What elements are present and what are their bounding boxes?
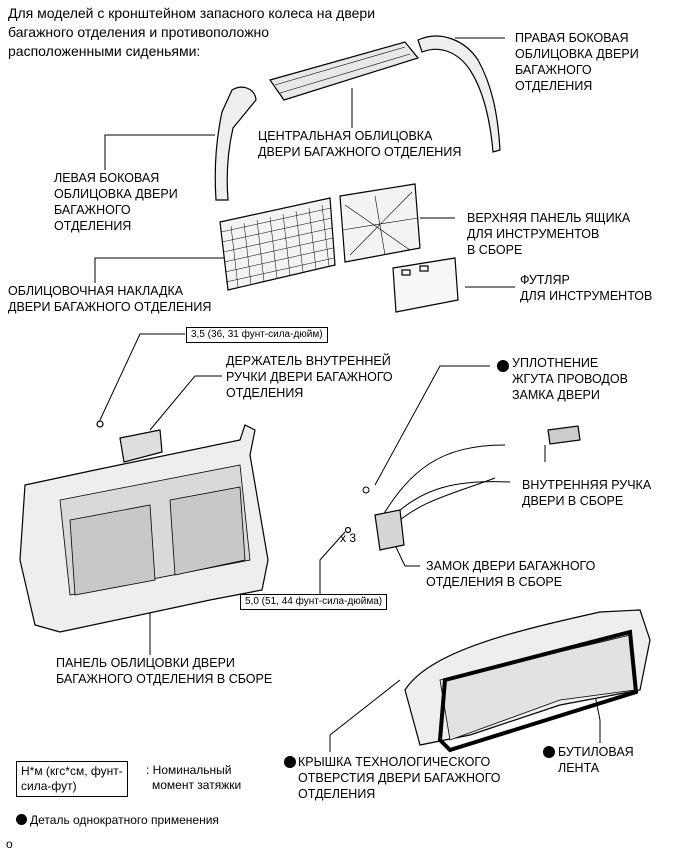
label-line: ОТДЕЛЕНИЯ [515, 79, 593, 93]
leader-seal [374, 365, 490, 486]
label-line: ОТВЕРСТИЯ ДВЕРИ БАГАЖНОГО [298, 771, 501, 785]
inner-handle-bezel-part [96, 420, 163, 463]
label-line: РУЧКИ ДВЕРИ БАГАЖНОГО [226, 370, 393, 384]
label-line: БАГАЖНОГО [54, 203, 131, 217]
label-line: КРЫШКА ТЕХНОЛОГИЧЕСКОГО [298, 755, 491, 769]
footer-code: о [6, 837, 13, 851]
label-line: ОТДЕЛЕНИЯ [54, 219, 132, 233]
non-reusable-marker-butyl [543, 746, 555, 758]
header-line: багажного отделения и противоположно [8, 24, 270, 40]
leader-torque2 [319, 531, 346, 597]
butyl-tape-outline [437, 629, 639, 753]
label-line: ДЛЯ ИНСТРУМЕНТОВ [467, 227, 600, 241]
label-line: В СБОРЕ [467, 243, 523, 257]
legend-non-reusable: Деталь однократного применения [16, 812, 219, 828]
label-line: БАГАЖНОГО ОТДЕЛЕНИЯ В СБОРЕ [56, 672, 273, 686]
label-line: ЦЕНТРАЛЬНАЯ ОБЛИЦОВКА [258, 129, 433, 143]
label-line: ОТДЕЛЕНИЯ [226, 386, 304, 400]
header-line: расположенными сиденьями: [8, 43, 201, 59]
label-line: ФУТЛЯР [520, 273, 570, 287]
label-door-cover-trim: ОБЛИЦОВОЧНАЯ НАКЛАДКА ДВЕРИ БАГАЖНОГО ОТ… [8, 283, 211, 315]
label-line: ЗАМОК ДВЕРИ БАГАЖНОГО [426, 559, 596, 573]
legend-unit-desc: : Номинальный момент затяжки [146, 763, 241, 793]
label-center-trim: ЦЕНТРАЛЬНАЯ ОБЛИЦОВКА ДВЕРИ БАГАЖНОГО ОТ… [258, 128, 461, 160]
legend-line: : Номинальный [146, 763, 232, 777]
label-line: ДЕРЖАТЕЛЬ ВНУТРЕННЕЙ [226, 354, 391, 368]
label-butyl-tape: БУТИЛОВАЯ ЛЕНТА [558, 744, 634, 776]
label-line: БУТИЛОВАЯ [558, 745, 634, 759]
legend-unit-box: Н*м (кгс*см, фунт- сила-фут) [16, 761, 128, 797]
label-line: ОТДЕЛЕНИЯ [298, 787, 376, 801]
label-door-lock: ЗАМОК ДВЕРИ БАГАЖНОГО ОТДЕЛЕНИЯ В СБОРЕ [426, 558, 595, 590]
label-line: ВНУТРЕННЯЯ РУЧКА [522, 478, 652, 492]
label-right-side-trim: ПРАВАЯ БОКОВАЯ ОБЛИЦОВКА ДВЕРИ БАГАЖНОГО… [515, 30, 639, 94]
non-reusable-marker-cover [284, 756, 296, 768]
label-line: БАГАЖНОГО [515, 63, 592, 77]
legend-line: сила-фут) [21, 779, 77, 793]
label-line: ВЕРХНЯЯ ПАНЕЛЬ ЯЩИКА [467, 211, 631, 225]
left-side-trim-part [214, 86, 257, 201]
label-door-trim-board: ПАНЕЛЬ ОБЛИЦОВКИ ДВЕРИ БАГАЖНОГО ОТДЕЛЕН… [56, 655, 272, 687]
legend-line: Н*м (кгс*см, фунт- [21, 764, 123, 778]
label-line: ОБЛИЦОВКА ДВЕРИ [515, 47, 639, 61]
leader-left-trim [104, 134, 215, 170]
header-text: Для моделей с кронштейном запасного коле… [8, 4, 375, 61]
header-line: Для моделей с кронштейном запасного коле… [8, 5, 376, 21]
label-line: ДВЕРИ В СБОРЕ [522, 494, 624, 508]
label-tool-box-upper-panel: ВЕРХНЯЯ ПАНЕЛЬ ЯЩИКА ДЛЯ ИНСТРУМЕНТОВ В … [467, 210, 630, 258]
leader-hole-cover [329, 679, 401, 752]
center-trim-part [269, 41, 420, 101]
tool-case-part [392, 257, 459, 313]
label-wire-harness-seal: УПЛОТНЕНИЕ ЖГУТА ПРОВОДОВ ЗАМКА ДВЕРИ [512, 355, 628, 403]
door-trim-board-part [19, 424, 269, 633]
legend-line: момент затяжки [152, 778, 242, 792]
non-reusable-marker-seal [497, 360, 509, 372]
label-line: ЗАМКА ДВЕРИ [512, 388, 600, 402]
legend-non-reusable-text: Деталь однократного применения [30, 813, 219, 827]
label-inside-handle: ВНУТРЕННЯЯ РУЧКА ДВЕРИ В СБОРЕ [522, 477, 651, 509]
leader-bezel [149, 375, 222, 431]
label-line: ПРАВАЯ БОКОВАЯ [515, 31, 629, 45]
non-reusable-bullet-icon [16, 814, 27, 825]
label-line: ДВЕРИ БАГАЖНОГО ОТДЕЛЕНИЯ [8, 300, 212, 314]
right-side-trim-part [417, 35, 501, 153]
quantity-label: x 3 [340, 531, 357, 545]
leader-cover-trim [94, 257, 225, 283]
label-line: ЛЕВАЯ БОКОВАЯ [54, 171, 160, 185]
torque-spec-2: 5,0 (51, 44 фунт-сила-дюйма) [240, 594, 388, 610]
label-line: ДВЕРИ БАГАЖНОГО ОТДЕЛЕНИЯ [258, 145, 462, 159]
leader-torque1 [99, 333, 185, 421]
label-line: ОТДЕЛЕНИЯ В СБОРЕ [426, 575, 563, 589]
label-line: ПАНЕЛЬ ОБЛИЦОВКИ ДВЕРИ [56, 656, 235, 670]
leader-lock [394, 544, 420, 567]
label-left-side-trim: ЛЕВАЯ БОКОВАЯ ОБЛИЦОВКА ДВЕРИ БАГАЖНОГО … [54, 170, 178, 234]
torque-spec-1: 3,5 (36, 31 фунт-сила-дюйм) [186, 327, 328, 343]
label-inner-handle-bezel: ДЕРЖАТЕЛЬ ВНУТРЕННЕЙ РУЧКИ ДВЕРИ БАГАЖНО… [226, 353, 393, 401]
label-line: ОБЛИЦОВКА ДВЕРИ [54, 187, 178, 201]
label-tool-case: ФУТЛЯР ДЛЯ ИНСТРУМЕНТОВ [520, 272, 652, 304]
tool-box-upper-panel-part [339, 183, 421, 263]
label-line: ДЛЯ ИНСТРУМЕНТОВ [520, 289, 653, 303]
label-service-hole-cover: КРЫШКА ТЕХНОЛОГИЧЕСКОГО ОТВЕРСТИЯ ДВЕРИ … [298, 754, 501, 802]
inside-handle-part [547, 425, 581, 445]
door-lock-part [344, 509, 405, 551]
door-cover-trim-part [219, 197, 336, 291]
label-line: ЖГУТА ПРОВОДОВ [512, 372, 628, 386]
label-line: УПЛОТНЕНИЕ [512, 356, 599, 370]
label-line: ОБЛИЦОВОЧНАЯ НАКЛАДКА [8, 284, 184, 298]
label-line: ЛЕНТА [558, 761, 600, 775]
